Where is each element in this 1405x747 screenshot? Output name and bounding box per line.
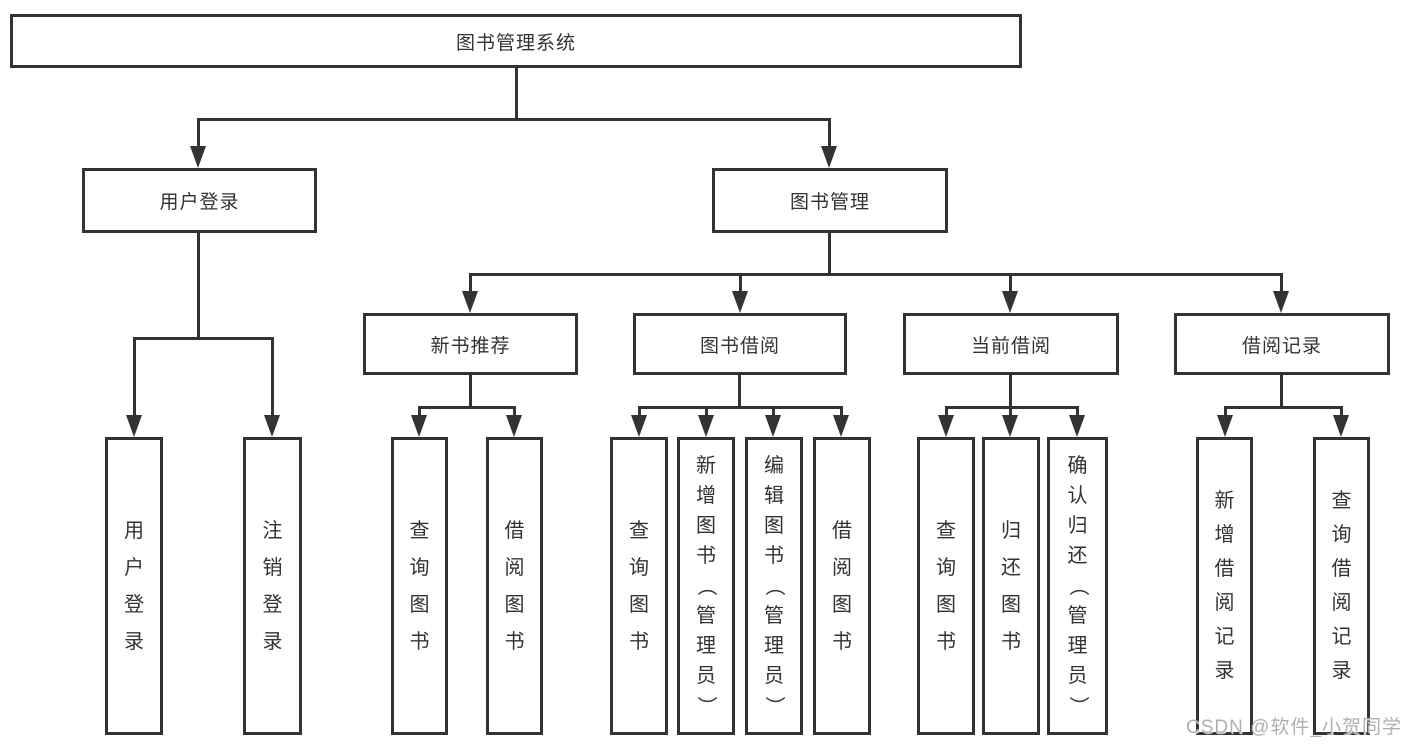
connector-line <box>197 118 831 121</box>
connector-line <box>772 406 775 416</box>
connector-line <box>469 273 1282 276</box>
connector-line <box>1009 406 1012 416</box>
connector-line <box>513 406 516 416</box>
arrow-down-icon <box>264 415 280 437</box>
leaf-add-borrow-record: 新增借阅记录 <box>1196 437 1253 735</box>
leaf-query-books-current: 查询图书 <box>917 437 975 735</box>
leaf-query-books-borrow: 查询图书 <box>610 437 668 735</box>
node-book-management: 图书管理 <box>712 168 948 233</box>
connector-line <box>1009 375 1012 406</box>
leaf-user-login: 用户登录 <box>105 437 163 735</box>
leaf-user-login-label: 用户登录 <box>124 519 144 653</box>
connector-line <box>1009 273 1012 293</box>
connector-line <box>638 406 842 409</box>
arrow-down-icon <box>833 415 849 437</box>
arrow-down-icon <box>1273 291 1289 313</box>
connector-line <box>1076 406 1079 416</box>
arrow-down-icon <box>462 291 478 313</box>
node-user-login-label: 用户登录 <box>159 192 240 213</box>
connector-line <box>197 118 200 148</box>
leaf-logout-label: 注销登录 <box>262 519 283 653</box>
node-borrowing-records: 借阅记录 <box>1174 313 1390 375</box>
leaf-return-books-label: 归还图书 <box>1001 519 1021 653</box>
leaf-return-books: 归还图书 <box>982 437 1040 735</box>
leaf-edit-books-admin-label: 编辑图书（管理员） <box>763 455 785 716</box>
connector-line <box>197 233 200 337</box>
leaf-logout: 注销登录 <box>243 437 302 735</box>
leaf-query-books-borrow-label: 查询图书 <box>629 519 649 653</box>
node-root: 图书管理系统 <box>10 14 1022 68</box>
connector-line <box>828 118 831 148</box>
connector-line <box>828 233 831 273</box>
leaf-add-books-admin-label: 新增图书（管理员） <box>695 455 717 716</box>
arrow-down-icon <box>698 415 714 437</box>
arrow-down-icon <box>1002 291 1018 313</box>
leaf-add-books-admin: 新增图书（管理员） <box>677 437 735 735</box>
connector-line <box>705 406 708 416</box>
connector-line <box>271 337 274 417</box>
connector-line <box>469 273 472 293</box>
leaf-borrow-books-new: 借阅图书 <box>486 437 543 735</box>
leaf-query-books-new: 查询图书 <box>391 437 448 735</box>
connector-line <box>1280 375 1283 406</box>
arrow-down-icon <box>1333 415 1349 437</box>
leaf-confirm-return-admin-label: 确认归还（管理员） <box>1066 455 1089 716</box>
arrow-down-icon <box>1002 415 1018 437</box>
connector-line <box>133 337 136 417</box>
connector-line <box>418 406 515 409</box>
node-borrowing-records-label: 借阅记录 <box>1241 335 1322 357</box>
connector-line <box>133 337 274 340</box>
leaf-borrow-books-new-label: 借阅图书 <box>504 519 525 653</box>
arrow-down-icon <box>411 415 427 437</box>
connector-line <box>1224 406 1342 409</box>
connector-line <box>638 406 641 416</box>
arrow-down-icon <box>1069 415 1085 437</box>
arrow-down-icon <box>732 291 748 313</box>
leaf-query-borrow-record: 查询借阅记录 <box>1313 437 1370 735</box>
node-book-management-label: 图书管理 <box>789 192 870 213</box>
arrow-down-icon <box>765 415 781 437</box>
connector-line <box>739 273 742 293</box>
leaf-borrow-books-label: 借阅图书 <box>832 519 852 653</box>
arrow-down-icon <box>631 415 647 437</box>
connector-line <box>418 406 421 416</box>
connector-line <box>738 375 741 406</box>
leaf-edit-books-admin: 编辑图书（管理员） <box>745 437 803 735</box>
watermark: CSDN @软件_小贺同学 <box>1186 717 1402 738</box>
leaf-borrow-books: 借阅图书 <box>813 437 871 735</box>
connector-line <box>1280 273 1283 293</box>
node-book-borrowing-label: 图书借阅 <box>699 335 780 357</box>
leaf-confirm-return-admin: 确认归还（管理员） <box>1047 437 1108 735</box>
node-current-borrowing: 当前借阅 <box>903 313 1119 375</box>
leaf-query-books-current-label: 查询图书 <box>936 519 956 653</box>
connector-line <box>1224 406 1227 416</box>
leaf-query-books-new-label: 查询图书 <box>409 519 430 653</box>
node-new-book-recommend: 新书推荐 <box>363 313 578 375</box>
connector-line <box>945 406 948 416</box>
arrow-down-icon <box>126 415 142 437</box>
connector-line <box>1340 406 1343 416</box>
arrow-down-icon <box>190 146 206 168</box>
node-new-book-recommend-label: 新书推荐 <box>430 335 511 357</box>
leaf-query-borrow-record-label: 查询借阅记录 <box>1331 490 1352 682</box>
arrow-down-icon <box>821 146 837 168</box>
node-current-borrowing-label: 当前借阅 <box>970 335 1051 357</box>
leaf-add-borrow-record-label: 新增借阅记录 <box>1214 490 1235 682</box>
connector-line <box>840 406 843 416</box>
arrow-down-icon <box>938 415 954 437</box>
connector-line <box>469 375 472 406</box>
node-book-borrowing: 图书借阅 <box>633 313 847 375</box>
arrow-down-icon <box>1217 415 1233 437</box>
connector-line <box>515 68 518 118</box>
node-root-label: 图书管理系统 <box>455 32 576 54</box>
arrow-down-icon <box>506 415 522 437</box>
node-user-login: 用户登录 <box>82 168 317 233</box>
